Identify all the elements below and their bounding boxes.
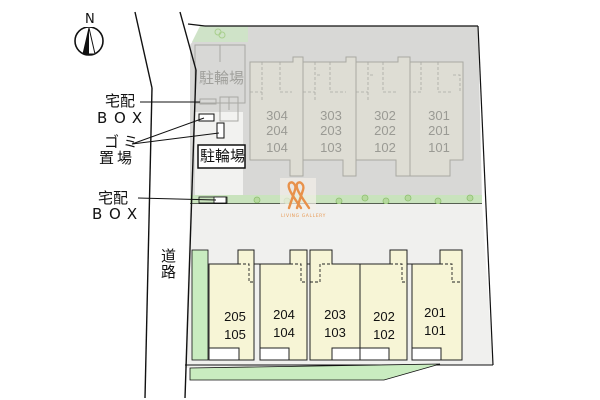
unit-number: 201 [428,123,450,138]
unit-number: 202 [374,123,396,138]
unit-block: 304 204 104 [260,108,294,155]
unit-number: 102 [374,140,396,155]
delivery-box-label-line1: 宅配 [105,92,136,110]
living-gallery-logo-icon [280,178,316,210]
unit-number: 104 [266,140,288,155]
unit-number: 103 [320,140,342,155]
unit-number: 304 [266,108,288,123]
delivery-box-label-line2: BOX [92,205,145,223]
unit-number: 203 [320,123,342,138]
compass-label: N [85,12,95,27]
unit-number: 202 [373,309,395,324]
unit-number: 205 [224,309,246,324]
delivery-box-label-line2: BOX [97,109,150,127]
unit-number: 301 [428,108,450,123]
unit-number: 102 [373,327,395,342]
unit-block: 303 203 103 [314,108,348,155]
bicycle-parking-label-upper: 駐輪場 [199,69,245,87]
unit-number: 105 [224,327,246,342]
unit-block: 205 105 [218,308,252,344]
unit-number: 204 [273,307,295,322]
unit-number: 201 [424,305,446,320]
delivery-box-label-line1: 宅配 [98,189,129,207]
north-arrow-icon [74,27,104,56]
unit-block: 202 102 [367,308,401,344]
watermark-text: LIVING GALLERY [281,214,326,219]
unit-block: 301 201 101 [422,108,456,155]
unit-block: 201 101 [418,304,452,340]
garbage-label-line1: ゴミ [104,133,143,151]
unit-block: 204 104 [267,306,301,342]
unit-block: 203 103 [318,306,352,342]
unit-number: 101 [428,140,450,155]
unit-number: 303 [320,108,342,123]
unit-block: 302 202 102 [368,108,402,155]
unit-number: 104 [273,325,295,340]
unit-number: 302 [374,108,396,123]
road-label: 道路 [159,248,177,280]
unit-number: 103 [324,325,346,340]
unit-number: 101 [424,323,446,338]
unit-number: 203 [324,307,346,322]
unit-number: 204 [266,123,288,138]
bicycle-parking-label-lower: 駐輪場 [200,147,246,165]
garbage-label-line2: 置場 [99,149,136,167]
